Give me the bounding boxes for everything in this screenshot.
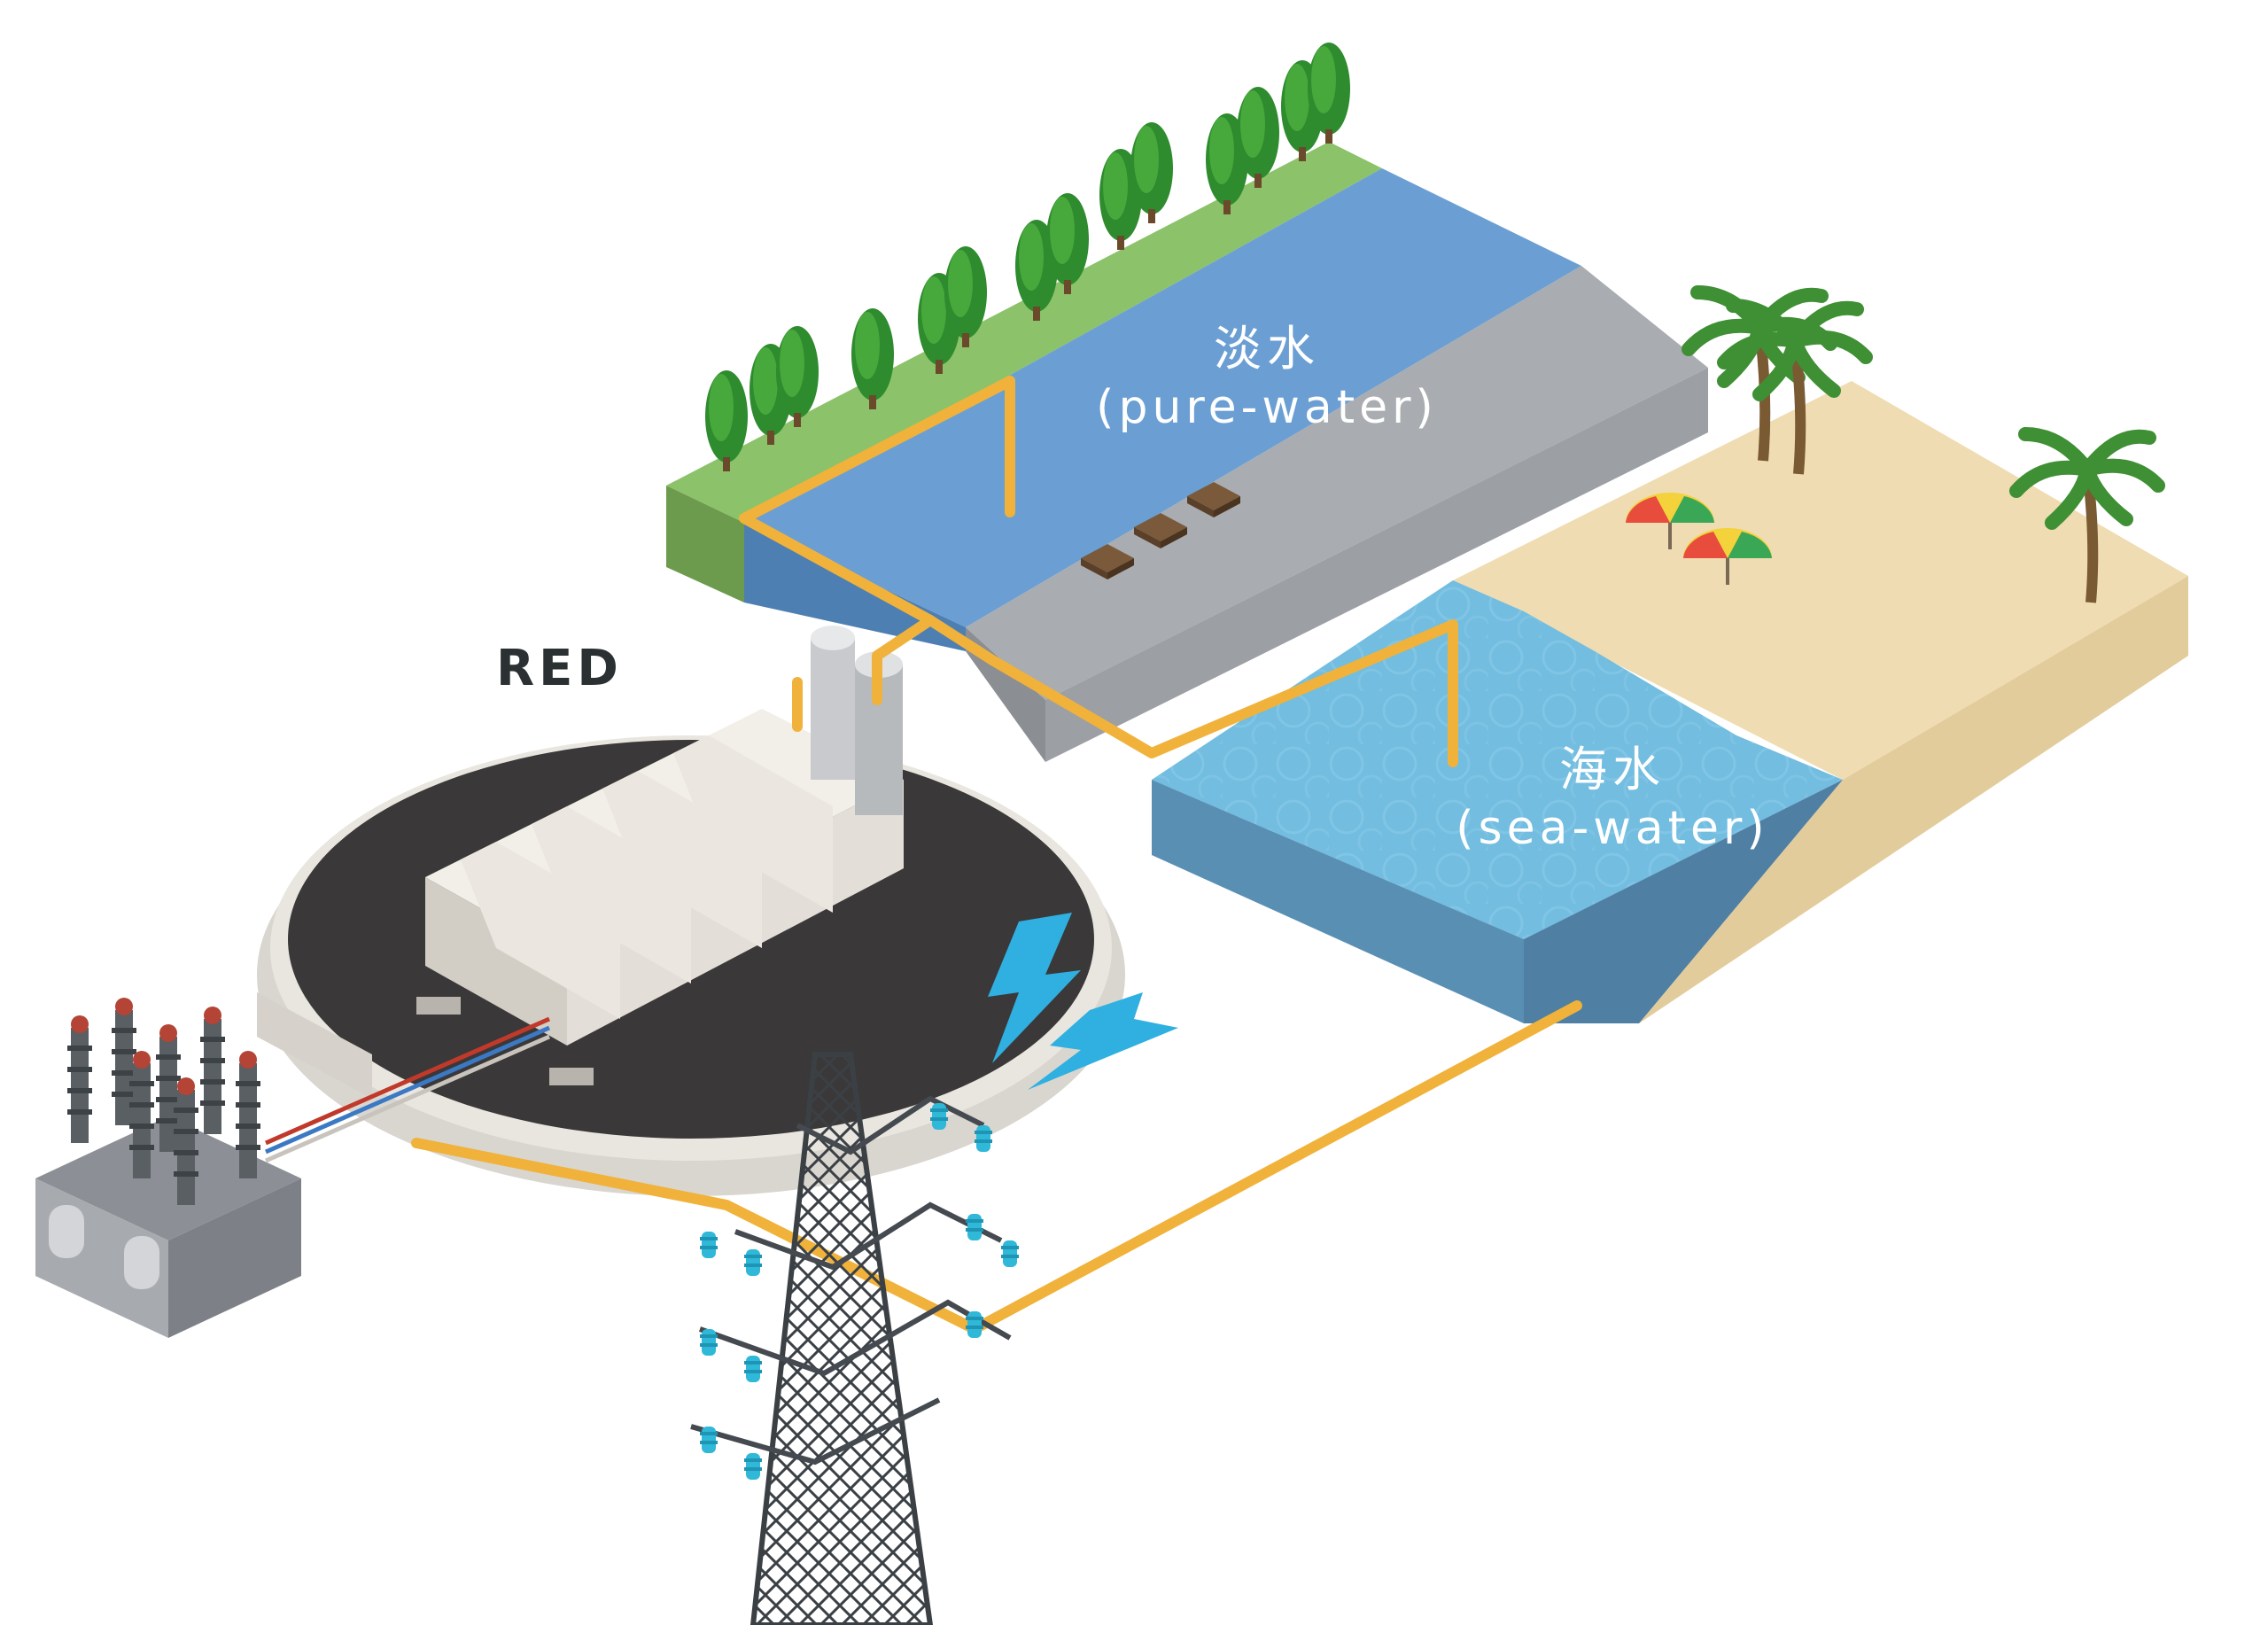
sea-water-label: 海水 (sea-water) — [1382, 740, 1843, 858]
sea-water-chinese: 海水 — [1559, 742, 1666, 797]
sea-water-block — [1152, 292, 2188, 1023]
concrete-bank — [966, 266, 1708, 700]
grass-bank — [666, 142, 1382, 523]
pure-water-english: (pure-water) — [1096, 380, 1438, 434]
red-stack-unit — [264, 709, 904, 1163]
red-label: RED — [496, 640, 623, 697]
beach-surface — [1453, 381, 2188, 780]
pure-water-chinese: 淡水 — [1214, 321, 1320, 377]
sea-water-english: (sea-water) — [1456, 801, 1769, 855]
transformer — [35, 998, 301, 1338]
pure-water-label: 淡水 (pure-water) — [1045, 319, 1488, 437]
storage-tanks — [811, 626, 903, 815]
transmission-tower — [690, 1052, 1019, 1625]
lightning-bolt-icon — [988, 913, 1178, 1090]
river-surface — [744, 168, 1581, 627]
pure-water-block — [666, 142, 1708, 762]
